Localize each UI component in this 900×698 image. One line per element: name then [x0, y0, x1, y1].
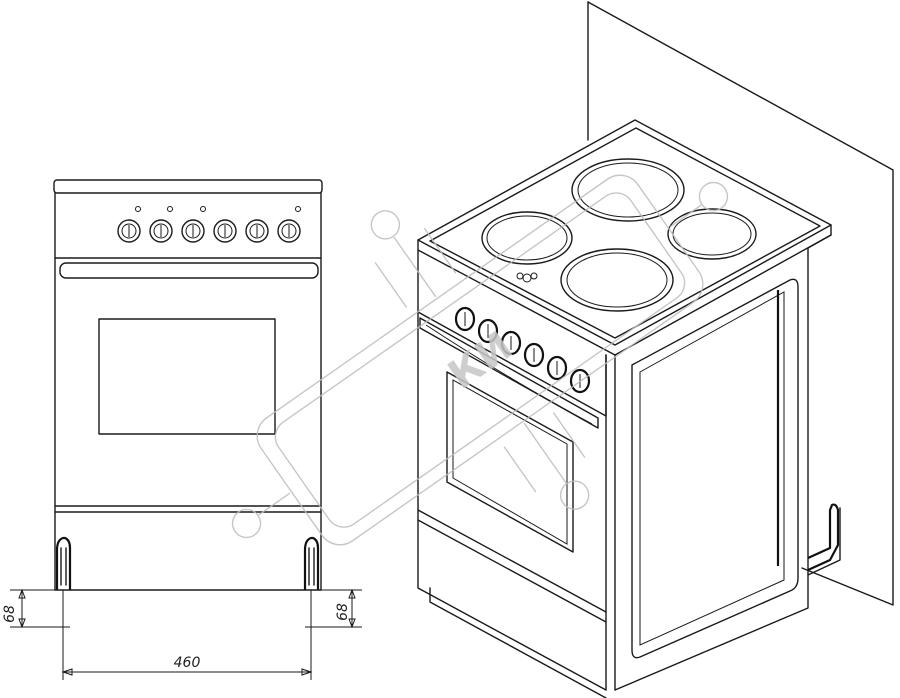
front-indicator-lamps [135, 206, 301, 212]
iso-oven-window [446, 371, 574, 553]
iso-door-handle [419, 317, 599, 429]
cooktop-inner-edge [429, 127, 821, 339]
hotplate [667, 208, 757, 260]
watermark: КИ [231, 174, 729, 546]
dimension-label-left-height: 68 [2, 605, 18, 623]
dimension-label-right-height: 68 [335, 603, 351, 621]
wall-panel [587, 1, 894, 606]
dimension-lines [10, 588, 362, 680]
front-knob [181, 219, 205, 243]
front-top-edge [53, 179, 323, 194]
hotplate [560, 248, 674, 312]
iso-side-panel [614, 234, 832, 691]
front-anti-tip-bracket-right [303, 536, 320, 590]
front-knob [149, 219, 173, 243]
front-knob [213, 219, 237, 243]
iso-front-side-corner [605, 354, 616, 691]
hotplate [571, 158, 685, 222]
iso-plinth [429, 587, 607, 698]
front-view [53, 179, 323, 591]
front-control-knobs [117, 219, 301, 243]
iso-drawer-top [417, 509, 607, 623]
front-anti-tip-bracket-left [55, 536, 72, 590]
iso-drawer [417, 519, 607, 691]
front-knob [245, 219, 269, 243]
dimension-label-foot-spacing: 460 [174, 655, 201, 671]
front-knob [117, 219, 141, 243]
iso-knob [546, 355, 568, 381]
iso-knob [500, 330, 522, 356]
hotplates [481, 158, 757, 312]
front-door-handle [59, 262, 319, 279]
watermark-text: КИ [440, 323, 521, 399]
iso-side-emboss-inner [639, 291, 785, 646]
iso-anti-tip-bracket [807, 503, 841, 576]
iso-side-emboss-outer [631, 278, 799, 659]
iso-control-knobs [454, 306, 591, 394]
hotplate [481, 211, 573, 265]
iso-knob [454, 306, 476, 332]
isometric-view [417, 1, 894, 698]
iso-knob [523, 342, 545, 368]
front-body-sides [54, 192, 322, 591]
cooktop-logo-icon [516, 272, 538, 283]
front-oven-window [98, 318, 276, 435]
front-knob [277, 219, 301, 243]
iso-knob [477, 318, 499, 344]
